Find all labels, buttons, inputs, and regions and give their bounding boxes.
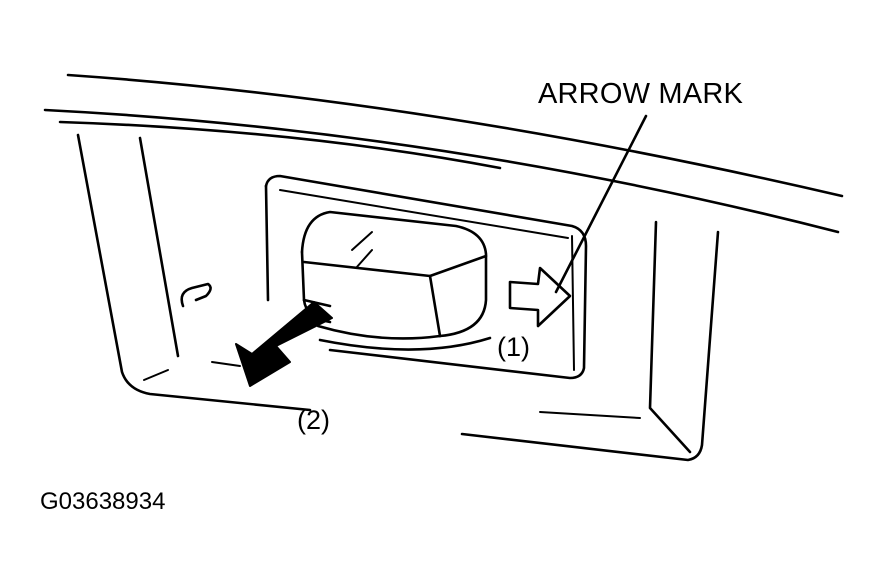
- arrow-mark-leader: [554, 114, 648, 294]
- arrow-mark-label: ARROW MARK: [538, 78, 743, 110]
- arrow-mark-symbol: [508, 266, 572, 328]
- callout-2: (2): [297, 405, 330, 435]
- lamp-lens: [300, 210, 492, 351]
- lamp-bezel: [264, 174, 588, 380]
- lamp-recess-housing: [76, 133, 720, 462]
- callout-1: (1): [497, 332, 530, 362]
- figure-id: G03638934: [40, 488, 166, 515]
- pull-direction-arrow: [235, 298, 333, 387]
- bumper-upper-edge: [43, 73, 844, 234]
